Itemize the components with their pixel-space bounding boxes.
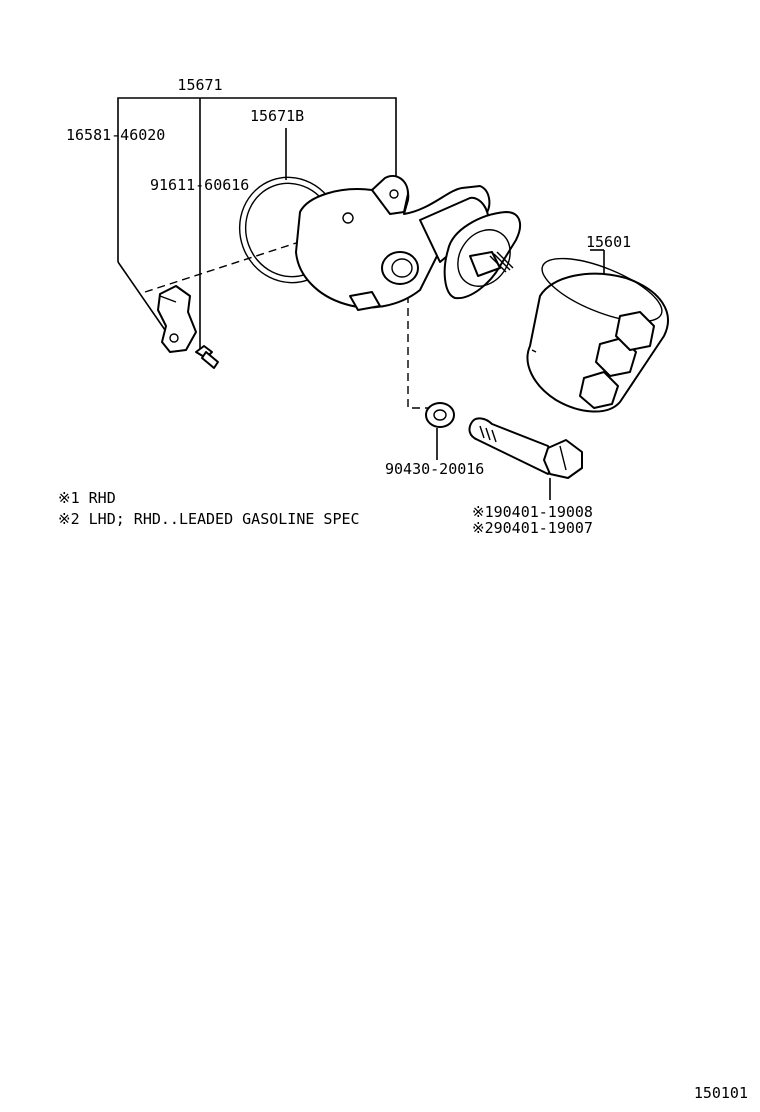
label-washer: 90430-20016: [385, 460, 484, 478]
label-assembly: 15671: [177, 76, 222, 94]
oil-filter: [526, 257, 669, 413]
label-filter: 15601: [586, 233, 631, 251]
union-bolt: [468, 417, 583, 479]
note-2: ※2 LHD; RHD..LEADED GASOLINE SPEC: [58, 510, 360, 528]
label-union-bolt-1: ※190401-19008: [472, 503, 593, 521]
washer: [425, 402, 455, 428]
bracket-leader: [117, 261, 166, 331]
assembly-leader: [117, 97, 397, 262]
figure-code: 150101: [694, 1084, 748, 1102]
small-bolt: [195, 345, 219, 369]
note-1: ※1 RHD: [58, 489, 116, 507]
label-gasket: 15671B: [250, 107, 304, 125]
label-bolt: 91611-60616: [150, 176, 249, 194]
label-bracket: 16581-46020: [66, 126, 165, 144]
mount-bracket: [157, 285, 197, 353]
label-union-bolt-2: ※290401-19007: [472, 519, 593, 537]
oil-filter-bracket: [295, 175, 522, 311]
part-labels: 15671 15671B 16581-46020 91611-60616 156…: [66, 76, 631, 537]
notes: ※1 RHD ※2 LHD; RHD..LEADED GASOLINE SPEC: [58, 489, 360, 528]
